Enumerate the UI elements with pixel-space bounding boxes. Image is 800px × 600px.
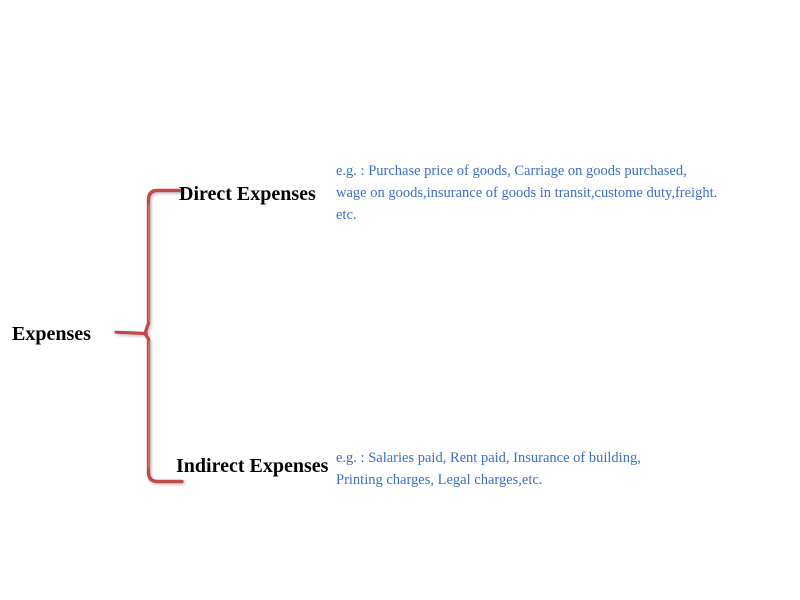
- example-line: etc.: [336, 207, 357, 224]
- curly-brace-connector: [114, 188, 184, 484]
- example-line: wage on goods,insurance of goods in tran…: [336, 185, 718, 202]
- root-node-label: Expenses: [12, 323, 91, 345]
- branch-label-direct-expenses: Direct Expenses: [179, 183, 316, 205]
- example-line: e.g. : Salaries paid, Rent paid, Insuran…: [336, 450, 641, 466]
- example-line: Printing charges, Legal charges,etc.: [336, 472, 543, 489]
- example-line: e.g. : Purchase price of goods, Carriage…: [336, 163, 687, 179]
- example-text-direct-expenses: e.g. : Purchase price of goods, Carriage…: [336, 160, 717, 226]
- branch-label-indirect-expenses: Indirect Expenses: [176, 455, 329, 477]
- example-text-indirect-expenses: e.g. : Salaries paid, Rent paid, Insuran…: [336, 447, 641, 491]
